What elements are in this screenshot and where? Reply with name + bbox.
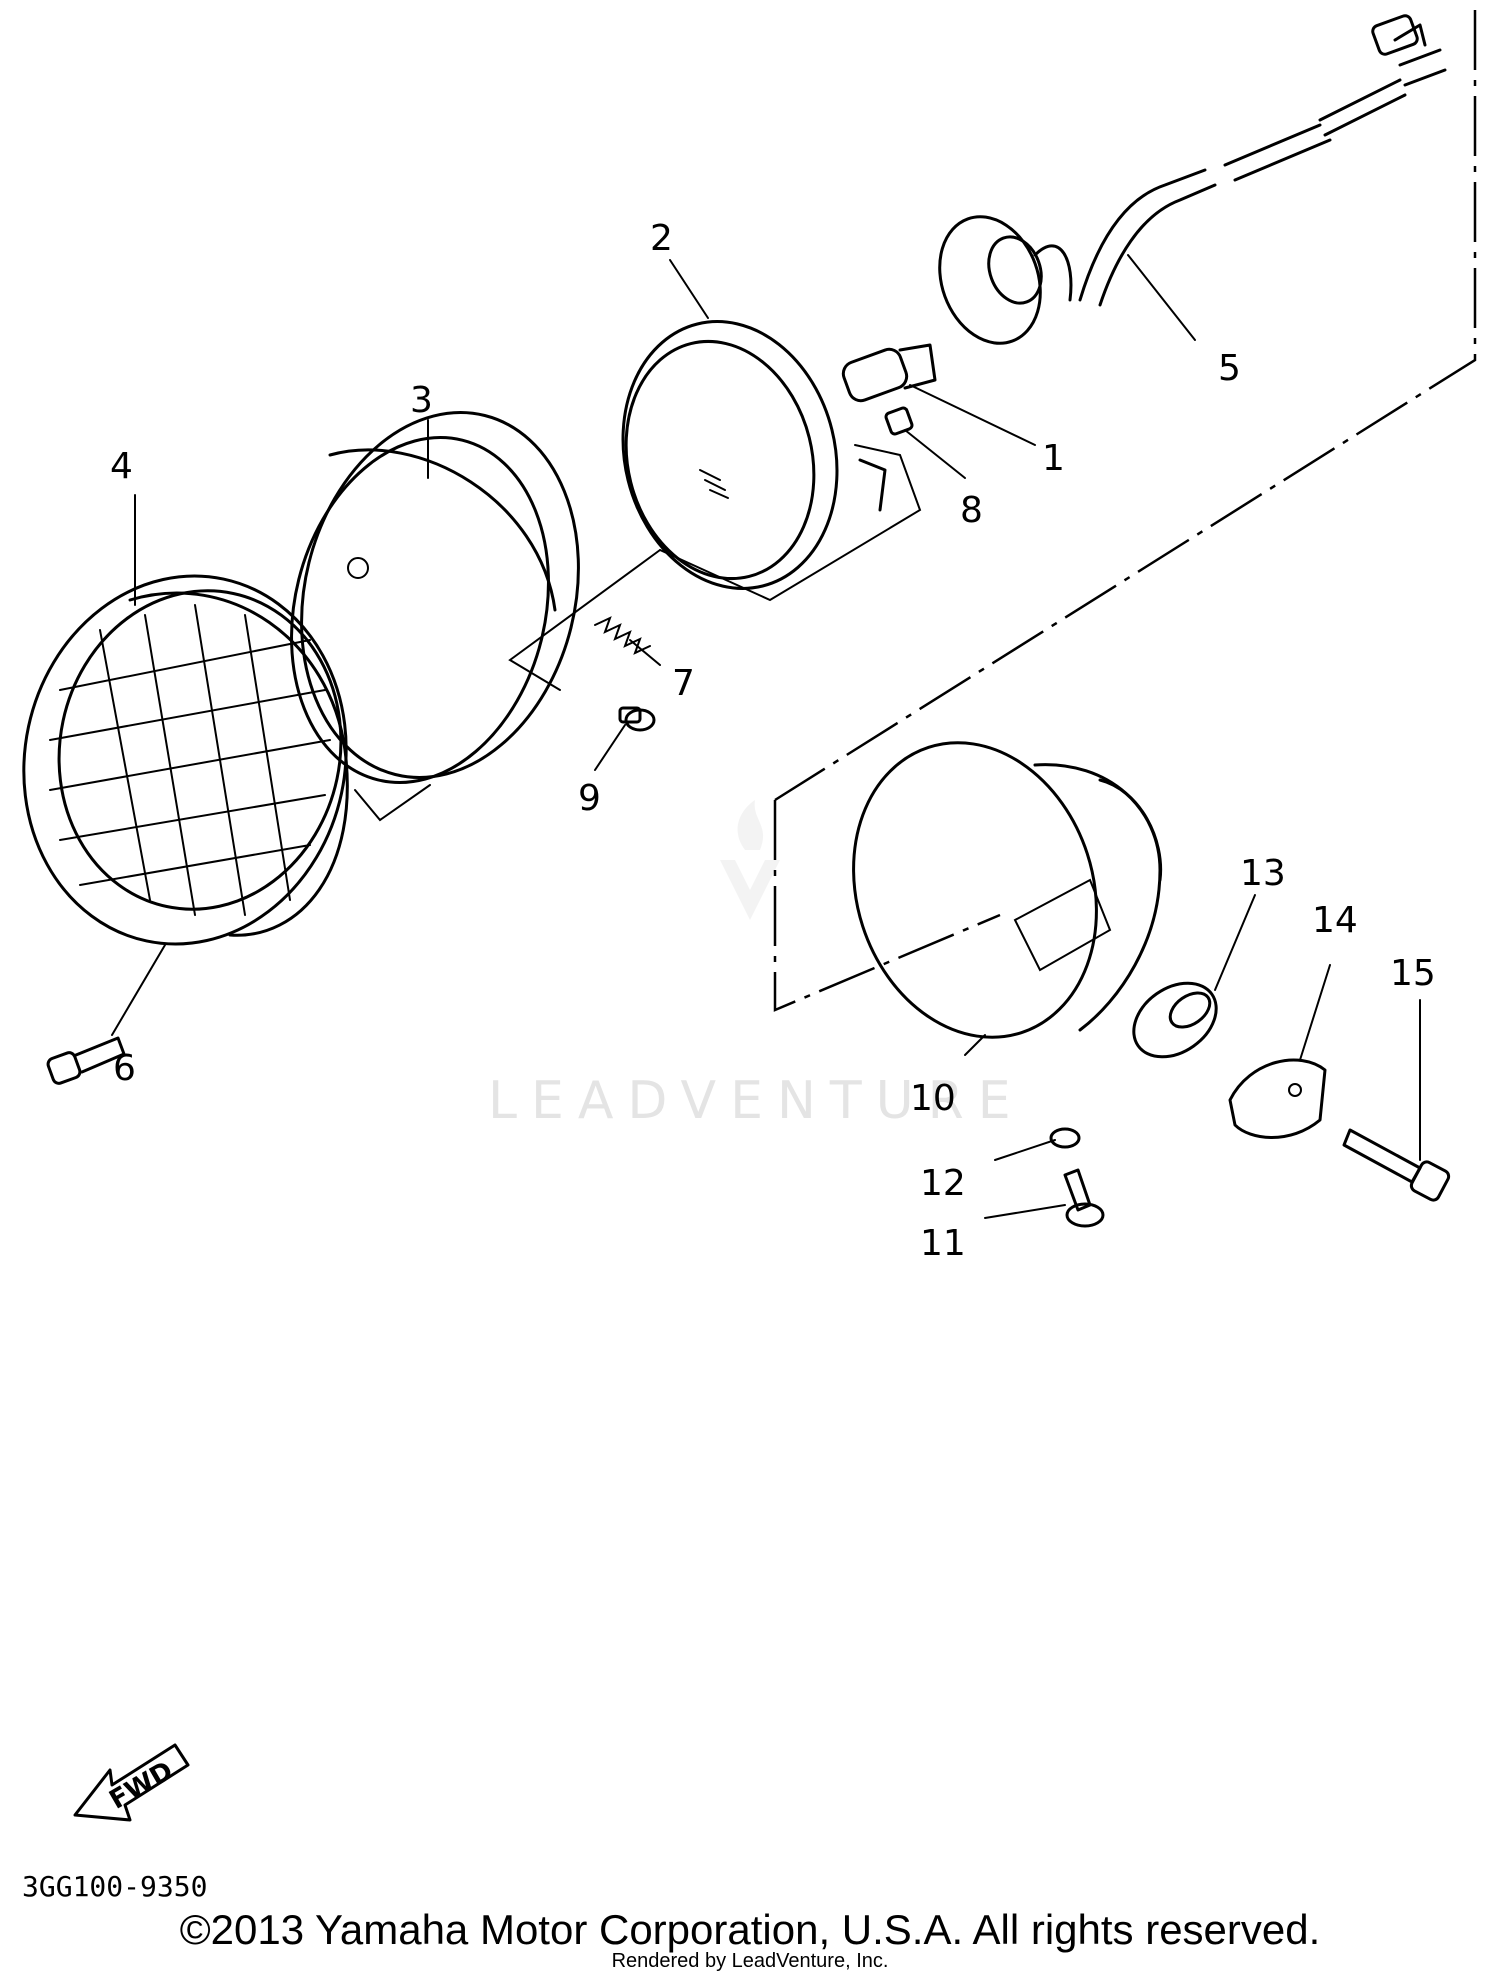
callout-12: 12 <box>920 1163 966 1204</box>
bulb-1 <box>841 343 937 403</box>
leader-lines <box>111 254 1421 1219</box>
assembly-guide-lines <box>354 10 1477 1012</box>
screw-9 <box>618 706 656 732</box>
leadventure-watermark-logo <box>720 800 780 920</box>
copyright-notice: ©2013 Yamaha Motor Corporation, U.S.A. A… <box>179 1906 1321 1953</box>
callout-2: 2 <box>650 218 673 259</box>
callout-15: 15 <box>1390 953 1436 994</box>
headlight-guard-4 <box>22 574 349 946</box>
callout-10: 10 <box>910 1078 956 1119</box>
callout-8: 8 <box>960 490 983 531</box>
nut-8 <box>884 406 914 436</box>
callout-13: 13 <box>1240 853 1286 894</box>
fwd-arrow-icon: FWD <box>73 1743 190 1822</box>
callout-14: 14 <box>1312 900 1358 941</box>
washer-12 <box>1049 1127 1081 1149</box>
socket-cord-5 <box>938 14 1447 345</box>
headlight-housing-10 <box>852 741 1163 1039</box>
adjusting-spring-7 <box>594 616 651 655</box>
callout-11: 11 <box>920 1223 966 1264</box>
bolt-15 <box>1342 1128 1451 1202</box>
grommet-13 <box>1132 981 1218 1059</box>
headlight-lens-unit-2 <box>621 320 887 590</box>
rendered-by-notice: Rendered by LeadVenture, Inc. <box>611 1950 889 1972</box>
cover-14 <box>1228 1058 1327 1139</box>
callout-4: 4 <box>110 446 133 487</box>
callout-7: 7 <box>672 663 695 704</box>
callout-1: 1 <box>1042 438 1065 479</box>
callout-3: 3 <box>410 380 433 421</box>
callout-6: 6 <box>113 1048 136 1089</box>
screw-11 <box>1063 1168 1105 1228</box>
headlight-rim-3 <box>290 411 580 784</box>
callout-5: 5 <box>1218 348 1241 389</box>
watermark-text: LEADVENTURE <box>488 1071 1025 1131</box>
part-code: 3GG100-9350 <box>22 1870 208 1903</box>
bolt-6 <box>46 1036 126 1085</box>
callout-9: 9 <box>578 778 601 819</box>
